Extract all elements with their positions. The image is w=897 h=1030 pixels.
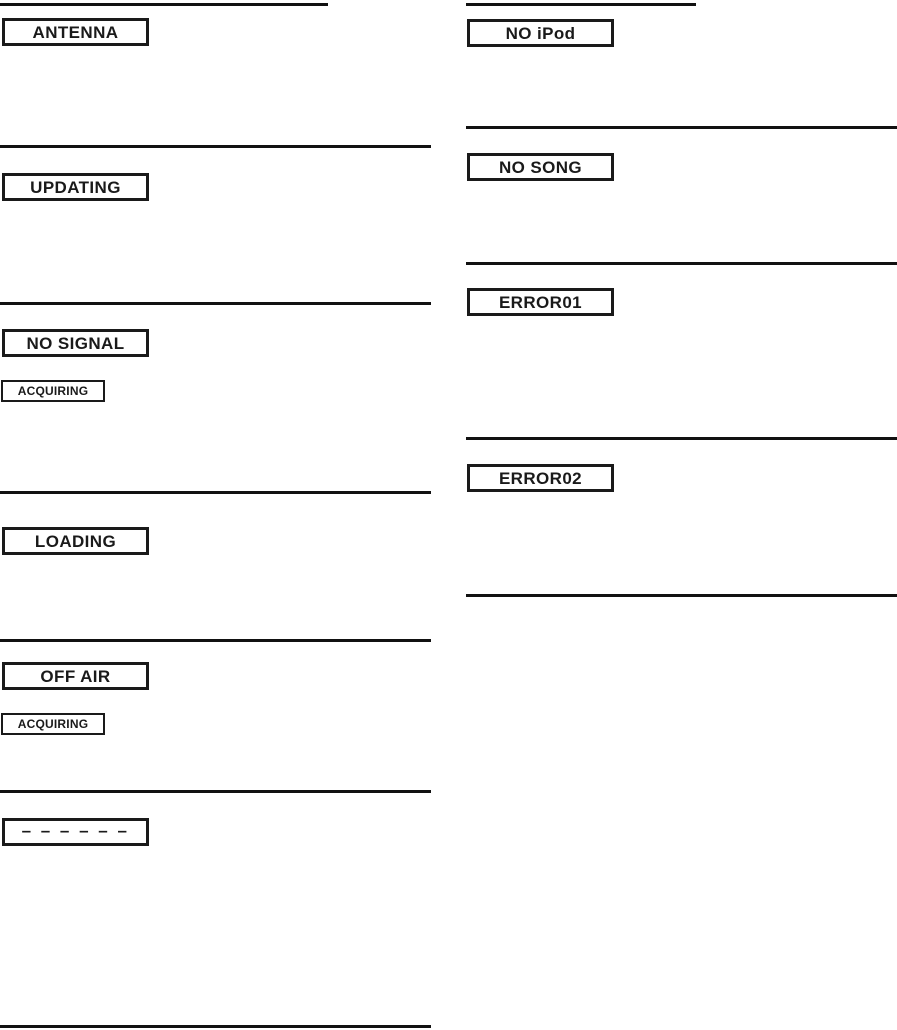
status-box-label: ACQUIRING bbox=[17, 384, 89, 398]
status-box-label: LOADING bbox=[34, 531, 117, 551]
left-column: ANTENNA UPDATING NO SIGNAL ACQUIRING LOA… bbox=[0, 0, 432, 1030]
status-box-acquiring-off-air: ACQUIRING bbox=[1, 713, 105, 735]
status-box-label: ACQUIRING bbox=[17, 717, 89, 731]
status-box-label: ERROR01 bbox=[498, 292, 583, 312]
section-divider-rule bbox=[0, 302, 431, 305]
section-divider-rule bbox=[466, 437, 897, 440]
status-box-updating: UPDATING bbox=[2, 173, 149, 201]
section-divider-rule bbox=[466, 262, 897, 265]
status-box-blank-dashes: – – – – – – bbox=[2, 818, 149, 846]
section-divider-rule bbox=[466, 126, 897, 129]
status-box-label: NO SIGNAL bbox=[26, 333, 125, 353]
status-box-label: NO SONG bbox=[498, 157, 583, 177]
section-divider-rule bbox=[0, 1025, 431, 1028]
status-box-label: – – – – – – bbox=[21, 820, 130, 840]
status-box-loading: LOADING bbox=[2, 527, 149, 555]
section-divider-rule bbox=[0, 639, 431, 642]
status-box-no-ipod: NO iPod bbox=[467, 19, 614, 47]
status-box-acquiring-signal: ACQUIRING bbox=[1, 380, 105, 402]
status-box-no-signal: NO SIGNAL bbox=[2, 329, 149, 357]
status-box-label: UPDATING bbox=[30, 177, 121, 197]
status-box-error01: ERROR01 bbox=[467, 288, 614, 316]
section-divider-rule bbox=[0, 790, 431, 793]
status-box-off-air: OFF AIR bbox=[2, 662, 149, 690]
status-box-error02: ERROR02 bbox=[467, 464, 614, 492]
status-box-no-song: NO SONG bbox=[467, 153, 614, 181]
section-divider-rule bbox=[466, 594, 897, 597]
status-box-label: OFF AIR bbox=[40, 666, 111, 686]
section-divider-rule bbox=[0, 145, 431, 148]
status-box-label: NO iPod bbox=[505, 23, 576, 43]
section-divider-rule bbox=[0, 491, 431, 494]
status-box-label: ANTENNA bbox=[32, 22, 119, 42]
status-box-label: ERROR02 bbox=[498, 468, 583, 488]
status-box-antenna: ANTENNA bbox=[2, 18, 149, 46]
section-divider-rule bbox=[0, 3, 328, 6]
section-divider-rule bbox=[466, 3, 696, 6]
